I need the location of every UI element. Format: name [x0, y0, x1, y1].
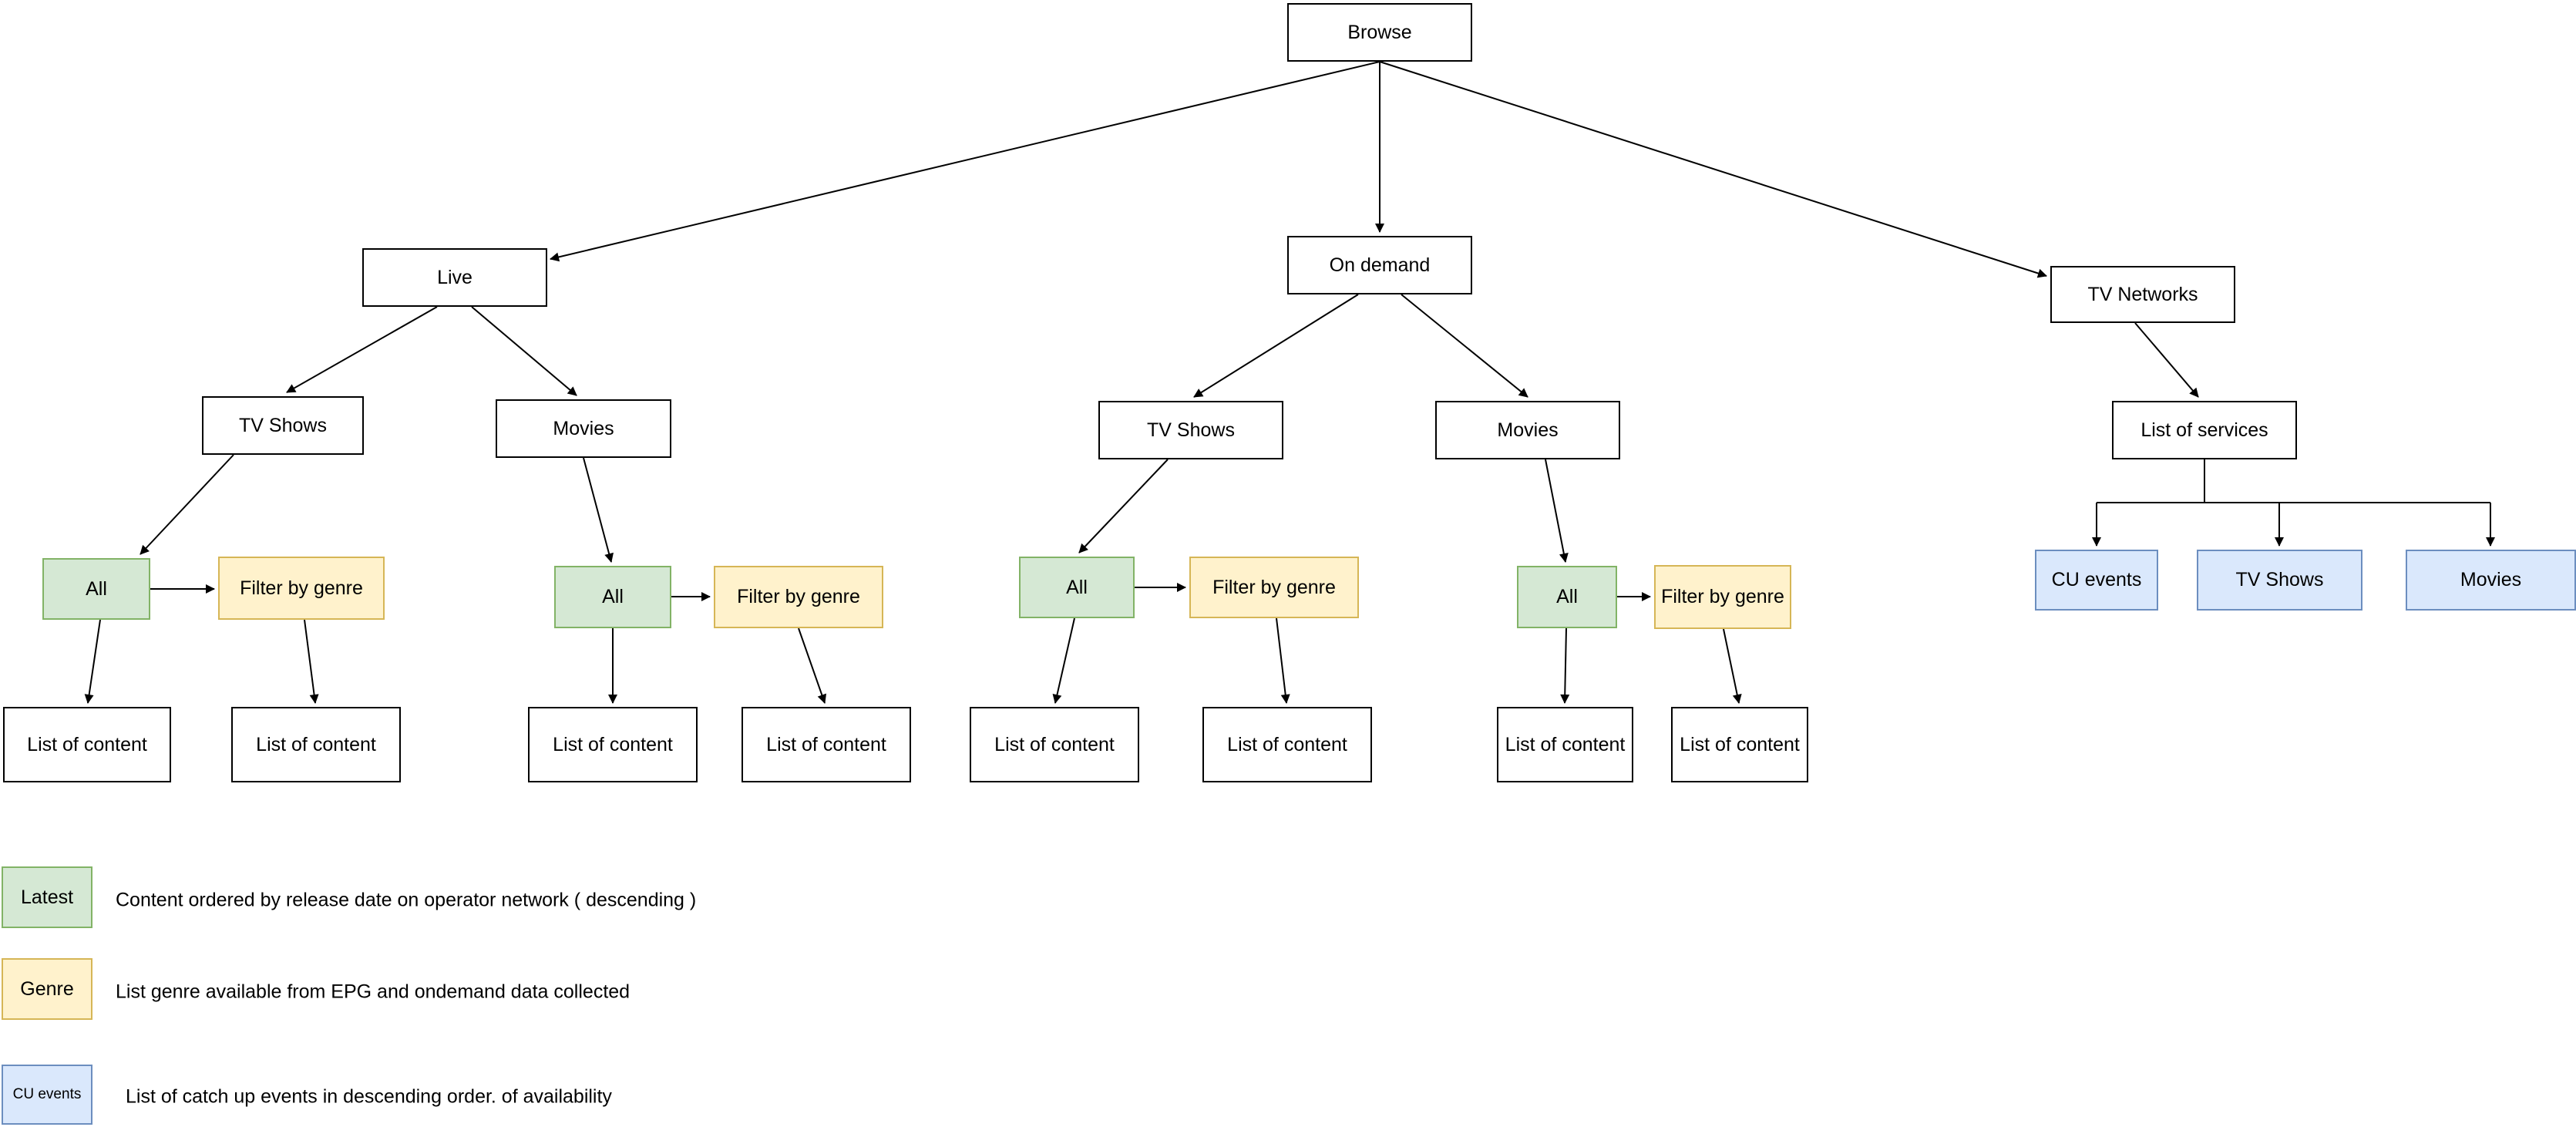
edge-arrow — [304, 619, 319, 704]
node-list-of-content-5: List of content — [970, 707, 1139, 782]
node-live-tv-shows: TV Shows — [202, 396, 364, 455]
node-filter-by-genre-3: Filter by genre — [1189, 557, 1359, 618]
node-list-of-content-6: List of content — [1202, 707, 1372, 782]
edge-arrow — [1560, 627, 1570, 704]
edge-arrow — [1545, 459, 1569, 563]
node-filter-by-genre-4: Filter by genre — [1654, 565, 1791, 629]
node-list-of-content-7: List of content — [1497, 707, 1633, 782]
node-label: Genre — [20, 977, 74, 1000]
edge-arrow — [84, 619, 101, 704]
node-label: List of content — [1680, 733, 1800, 755]
edge-arrow — [140, 454, 234, 555]
node-od-tv-shows: TV Shows — [1098, 401, 1283, 459]
node-label: All — [1556, 586, 1578, 608]
node-label: Filter by genre — [737, 586, 860, 608]
node-all-3: All — [1019, 557, 1135, 618]
node-browse: Browse — [1287, 3, 1472, 62]
node-tv-networks: TV Networks — [2050, 266, 2235, 323]
node-live-movies: Movies — [496, 399, 671, 458]
node-list-of-content-3: List of content — [528, 707, 698, 782]
edge-arrow — [550, 61, 1380, 262]
edge-arrow — [1723, 628, 1742, 704]
edge-arrow — [583, 457, 614, 563]
node-label: List of content — [1227, 733, 1347, 755]
node-label: List of content — [766, 733, 886, 755]
node-networks-movies: Movies — [2406, 550, 2576, 611]
node-cu-events: CU events — [2035, 550, 2158, 611]
node-label: List of content — [1505, 733, 1626, 755]
node-label: TV Shows — [1147, 419, 1235, 441]
edge-arrow — [286, 306, 438, 393]
node-label: List of content — [553, 733, 673, 755]
node-label: All — [1066, 576, 1088, 598]
edge-arrow — [1379, 61, 2047, 278]
node-label: CU events — [2051, 569, 2142, 591]
node-filter-by-genre-1: Filter by genre — [218, 557, 385, 620]
node-label: CU events — [12, 1086, 82, 1103]
node-on-demand: On demand — [1287, 236, 1472, 294]
node-networks-tv-shows: TV Shows — [2197, 550, 2362, 611]
edge-arrow — [1401, 294, 1528, 398]
node-label: Filter by genre — [1212, 576, 1336, 598]
node-list-of-content-4: List of content — [742, 707, 911, 782]
node-label: Browse — [1347, 21, 1412, 43]
node-label: On demand — [1329, 254, 1431, 276]
node-legend-latest-swatch: Latest — [2, 866, 92, 928]
node-label: TV Networks — [2087, 283, 2198, 305]
node-label: Movies — [1497, 419, 1559, 441]
node-od-movies: Movies — [1435, 401, 1620, 459]
node-label: Filter by genre — [240, 577, 363, 599]
node-label: Live — [437, 266, 472, 288]
node-legend-genre-swatch: Genre — [2, 958, 92, 1020]
node-list-of-services: List of services — [2112, 401, 2297, 459]
node-label: Movies — [2460, 569, 2522, 591]
legend-latest-description: Content ordered by release date on opera… — [116, 889, 697, 911]
edge-arrow — [1052, 617, 1075, 704]
node-label: List of content — [994, 733, 1115, 755]
edge-arrow — [1193, 294, 1359, 398]
node-label: List of content — [27, 733, 147, 755]
node-legend-cu-swatch: CU events — [2, 1065, 92, 1125]
edge-arrow — [1276, 617, 1290, 704]
node-label: List of content — [256, 733, 376, 755]
edge-arrow — [1078, 459, 1169, 553]
node-label: Latest — [20, 886, 74, 908]
node-list-of-content-8: List of content — [1671, 707, 1808, 782]
edge-arrow — [471, 306, 577, 396]
node-label: All — [86, 577, 107, 600]
node-label: Filter by genre — [1661, 586, 1784, 608]
node-all-1: All — [42, 558, 150, 620]
node-all-4: All — [1517, 566, 1617, 628]
node-list-of-content-2: List of content — [231, 707, 401, 782]
legend-cu-description: List of catch up events in descending or… — [126, 1085, 612, 1108]
node-label: TV Shows — [239, 414, 327, 436]
node-label: List of services — [2141, 419, 2268, 441]
node-live: Live — [362, 248, 547, 307]
edge-arrow — [798, 627, 827, 704]
node-all-2: All — [554, 566, 671, 628]
node-label: All — [602, 586, 624, 608]
node-label: Movies — [553, 417, 614, 439]
legend-genre-description: List genre available from EPG and ondema… — [116, 981, 631, 1003]
node-list-of-content-1: List of content — [3, 707, 171, 782]
edge-arrow — [2134, 322, 2199, 398]
node-filter-by-genre-2: Filter by genre — [714, 566, 883, 628]
node-label: TV Shows — [2235, 569, 2324, 591]
